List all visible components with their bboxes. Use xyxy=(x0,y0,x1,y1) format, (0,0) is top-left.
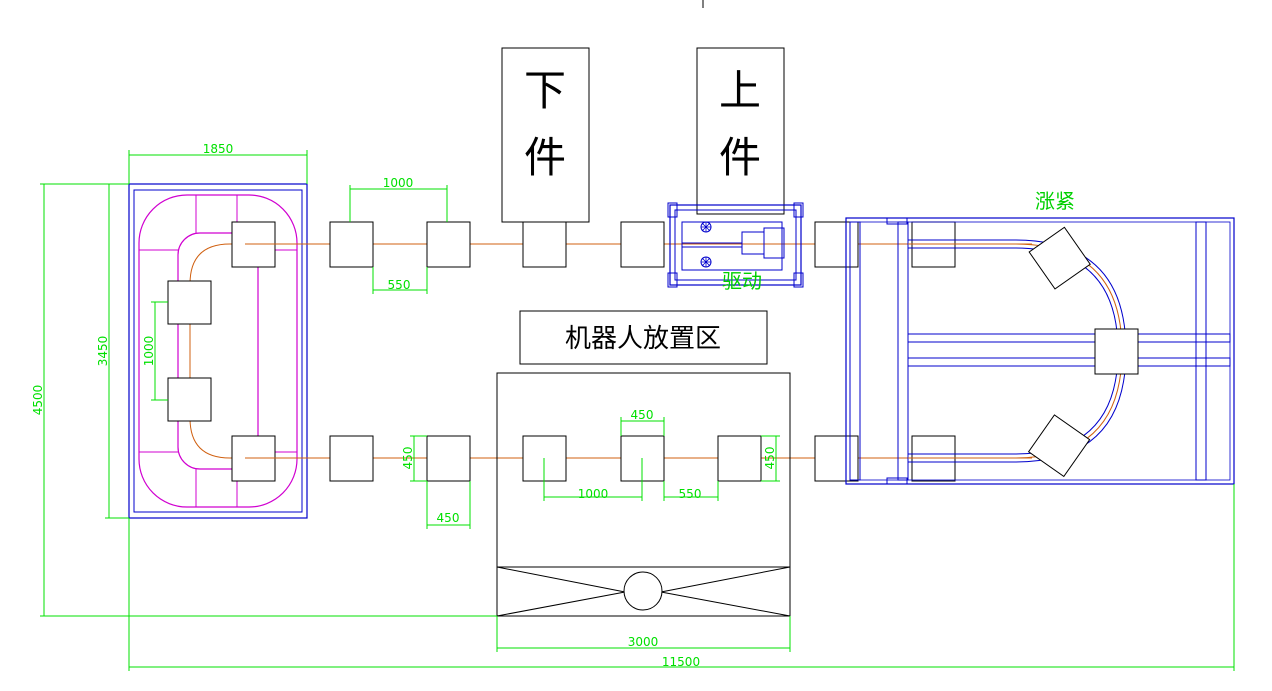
dim-550-bottom: 550 xyxy=(679,487,702,501)
dim-1000-top: 1000 xyxy=(383,176,414,190)
dim-1000-bottom: 1000 xyxy=(578,487,609,501)
dimension-labels: 1850 1000 550 3450 1000 4500 450 450 450… xyxy=(31,142,777,669)
robot-area-label: 机器人放置区 xyxy=(565,324,721,354)
carrier xyxy=(620,221,665,268)
dimensions xyxy=(40,150,1235,671)
dim-450-bottom: 450 xyxy=(437,511,460,525)
dim-11500: 11500 xyxy=(662,655,700,669)
drive-label: 驱动 xyxy=(722,269,762,293)
carrier xyxy=(329,435,374,482)
load-station: 上 件 xyxy=(696,47,785,215)
carrier xyxy=(426,221,471,268)
tension-unit: 涨紧 xyxy=(845,189,1235,485)
carrier xyxy=(426,435,471,482)
carrier xyxy=(814,435,859,482)
carrier xyxy=(329,221,374,268)
dim-1000-left: 1000 xyxy=(142,336,156,367)
carrier xyxy=(1028,226,1091,290)
dim-3000: 3000 xyxy=(628,635,659,649)
dim-550-top: 550 xyxy=(388,278,411,292)
drive-unit: 驱动 xyxy=(667,202,804,293)
robot-area: 机器人放置区 xyxy=(496,310,791,617)
dim-450-right: 450 xyxy=(763,447,777,470)
load-char-2: 件 xyxy=(719,133,761,182)
dim-3450: 3450 xyxy=(96,336,110,367)
unload-char-1: 下 xyxy=(524,66,566,115)
load-char-1: 上 xyxy=(719,66,761,115)
left-turn-unit xyxy=(128,183,308,519)
unload-char-2: 件 xyxy=(524,133,566,182)
carrier xyxy=(1094,328,1139,375)
carrier xyxy=(1027,414,1091,478)
dim-1850: 1850 xyxy=(203,142,234,156)
carrier xyxy=(522,221,567,268)
unload-station: 下 件 xyxy=(501,47,590,223)
carrier xyxy=(814,221,859,268)
tension-label: 涨紧 xyxy=(1035,189,1075,213)
carrier xyxy=(717,435,762,482)
dim-450-mid: 450 xyxy=(631,408,654,422)
bottom-carriers xyxy=(329,435,956,482)
dim-450-left: 450 xyxy=(401,447,415,470)
dim-4500: 4500 xyxy=(31,385,45,416)
